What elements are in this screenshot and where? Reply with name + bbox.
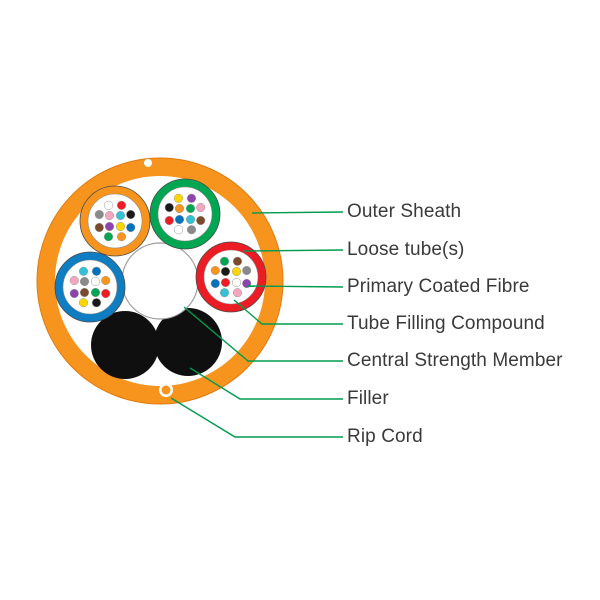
fibre-dot bbox=[186, 225, 197, 235]
loose-tube-red-outline bbox=[195, 241, 267, 313]
fibre-dot bbox=[104, 221, 115, 232]
fibre-dot bbox=[126, 209, 136, 220]
rip-cord-bottom bbox=[161, 385, 171, 395]
fibre-dot bbox=[103, 232, 114, 242]
fibre-dot bbox=[231, 266, 242, 277]
fibre-dot bbox=[91, 266, 102, 276]
fibre-dot bbox=[219, 256, 230, 266]
fibre-dot bbox=[220, 266, 231, 277]
loose-tube-blue bbox=[55, 252, 125, 322]
label-filler: Filler bbox=[347, 388, 389, 409]
loose-tube-red-inner-edge bbox=[203, 249, 259, 305]
leader-outer-sheath bbox=[251, 211, 344, 214]
fibre-dot bbox=[103, 200, 114, 210]
fibre-dot bbox=[115, 221, 126, 232]
fibre-dot bbox=[173, 193, 184, 203]
loose-tube-orange-inner-edge bbox=[87, 193, 143, 249]
fibre-dot bbox=[104, 210, 115, 221]
fibre-dot bbox=[116, 200, 127, 210]
loose-tube-green-inner-edge bbox=[157, 186, 213, 242]
fibre-dot bbox=[242, 265, 252, 276]
fibre-dot bbox=[91, 298, 102, 308]
rip-cord-top bbox=[144, 159, 152, 167]
label-outer-sheath: Outer Sheath bbox=[347, 201, 462, 222]
fibre-dot bbox=[115, 210, 126, 221]
leader-filler bbox=[189, 367, 343, 400]
fibre-dot bbox=[69, 288, 79, 299]
fibre-dot bbox=[174, 214, 185, 225]
label-primary-coated-fibre: Primary Coated Fibre bbox=[347, 276, 530, 297]
fibre-dot bbox=[173, 225, 184, 235]
leader-loose-tubes bbox=[242, 249, 344, 252]
fibre-dot bbox=[231, 277, 242, 288]
loose-tube-red bbox=[196, 242, 266, 312]
fibre-dot bbox=[126, 222, 136, 233]
loose-tube-orange-outline bbox=[79, 185, 151, 257]
loose-tube-green-outline bbox=[149, 178, 221, 250]
fibre-dot bbox=[79, 276, 90, 287]
fibre-dot bbox=[174, 203, 185, 214]
fibre-dot bbox=[90, 287, 101, 298]
fibre-dot bbox=[232, 288, 243, 298]
fibre-dot bbox=[196, 215, 206, 226]
label-rip-cord: Rip Cord bbox=[347, 426, 423, 447]
fibre-dot bbox=[186, 193, 197, 203]
fibre-dot bbox=[210, 278, 220, 289]
fibre-dot bbox=[101, 275, 111, 286]
fibre-dot bbox=[94, 209, 104, 220]
label-central-strength-member: Central Strength Member bbox=[347, 350, 563, 371]
fibre-dot bbox=[101, 288, 111, 299]
central-strength-member bbox=[121, 242, 199, 320]
loose-tube-blue-outline bbox=[54, 251, 126, 323]
leader-central-strength-member bbox=[183, 306, 343, 362]
fibre-dot bbox=[78, 298, 89, 308]
fibre-dot bbox=[79, 287, 90, 298]
label-loose-tubes: Loose tube(s) bbox=[347, 239, 465, 260]
fibre-dot bbox=[219, 288, 230, 298]
fibre-dot bbox=[69, 275, 79, 286]
loose-tube-green bbox=[150, 179, 220, 249]
fibre-dot bbox=[185, 203, 196, 214]
fibre-dot bbox=[90, 276, 101, 287]
fibre-dot bbox=[185, 214, 196, 225]
fibre-dot bbox=[164, 202, 174, 213]
fibre-dot bbox=[94, 222, 104, 233]
fibre-dot bbox=[116, 232, 127, 242]
loose-tube-blue-inner-edge bbox=[62, 259, 118, 315]
filler-left bbox=[91, 311, 159, 379]
leader-primary-coated-fibre bbox=[246, 285, 344, 288]
loose-tube-orange bbox=[80, 186, 150, 256]
fibre-dot bbox=[78, 266, 89, 276]
leader-tube-filling-compound bbox=[233, 299, 343, 325]
leader-rip-cord bbox=[170, 397, 343, 438]
fibre-dot bbox=[232, 256, 243, 266]
fibre-dot bbox=[220, 277, 231, 288]
label-tube-filling-compound: Tube Filling Compound bbox=[347, 313, 545, 334]
fibre-dot bbox=[164, 215, 174, 226]
fibre-dot bbox=[196, 202, 206, 213]
fibre-dot bbox=[210, 265, 220, 276]
